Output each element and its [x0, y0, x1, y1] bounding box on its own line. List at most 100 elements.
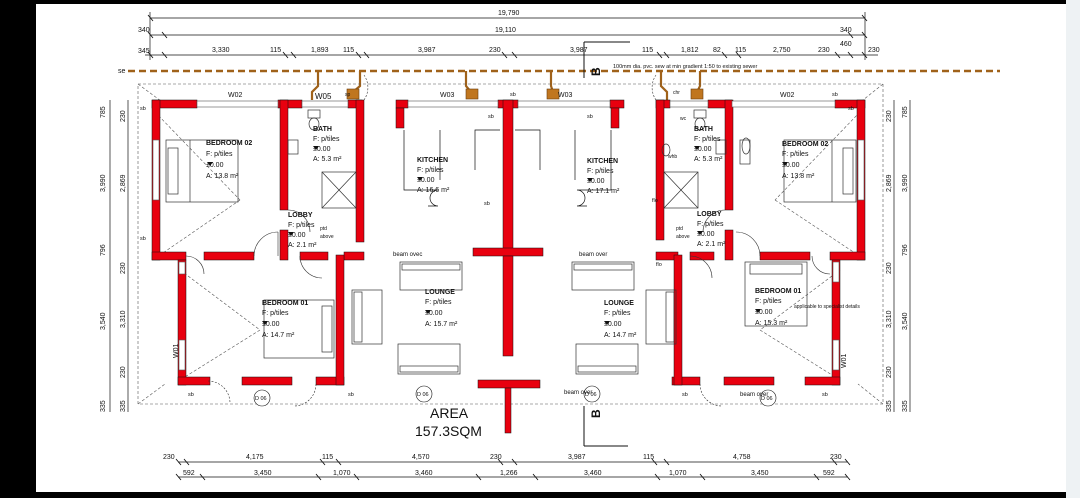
dim-end340-left: 340: [138, 27, 150, 34]
right-border: [1066, 0, 1080, 498]
area-label: AREA: [430, 405, 469, 421]
room-floor: F: p/tiles: [425, 299, 452, 306]
tag-sb: sb: [848, 106, 854, 112]
room-bedroom-01-left: BEDROOM 01 F: p/tiles ±0.00 A: 14.7 m²: [262, 300, 308, 339]
door-d06-c: D 06: [585, 392, 597, 398]
room-level: ±0.00: [694, 146, 712, 153]
section-line-b: [583, 41, 630, 447]
room-area: A: 13.8 m²: [782, 173, 815, 180]
room-kitchen-right: KITCHEN F: p/tiles ±0.00 A: 17.1 m²: [587, 158, 620, 195]
room-name: BEDROOM 02: [206, 140, 252, 147]
tag-sb: sb: [188, 392, 194, 398]
room-floor: F: p/tiles: [782, 151, 809, 158]
top-dimensions: [145, 12, 878, 60]
sewer-pipe-tag: se: [118, 68, 126, 75]
window-w02-left: W02: [228, 92, 243, 99]
window-w02-right: W02: [780, 92, 795, 99]
tag-beam-ovec: beam ovec: [393, 252, 422, 258]
room-floor: F: p/tiles: [604, 310, 631, 317]
room-area: A: 2.1 m²: [288, 242, 317, 249]
tag-sb: sb: [510, 92, 516, 98]
tag-flo: flo: [656, 262, 662, 268]
misc-labels: sb sb sb sb sb sb sb sb sb sb sb sb beam…: [140, 90, 860, 398]
dim-right-inner-label: 3,310: [886, 310, 893, 328]
room-bath-left: BATH F: p/tiles ±0.00 A: 5.3 m²: [313, 126, 342, 163]
room-level: ±0.00: [206, 162, 224, 169]
dim-bottom1-label: 230: [163, 454, 175, 461]
room-area: A: 15.3 m²: [755, 320, 788, 327]
dim-top3-label: 230: [868, 47, 880, 54]
dim-bottom1-label: 4,175: [246, 454, 264, 461]
room-area: A: 5.3 m²: [313, 156, 342, 163]
dim-left-outer-label: 785: [100, 106, 107, 118]
window-w01-right: W01: [841, 354, 848, 369]
dim-bottom2-label: 3,450: [751, 470, 769, 477]
tag-sb: sb: [488, 114, 494, 120]
room-floor: F: p/tiles: [262, 310, 289, 317]
dim-top3-label: 1,812: [681, 47, 699, 54]
dim-left-outer-label: 3,990: [100, 174, 107, 192]
top-border: [0, 0, 1080, 4]
room-level: ±0.00: [604, 321, 622, 328]
tag-sb: sb: [484, 201, 490, 207]
room-level: ±0.00: [313, 146, 331, 153]
section-marker-bottom: B: [589, 409, 603, 418]
dim-right-outer-label: 796: [902, 244, 909, 256]
dim-top3-label: 115: [343, 47, 354, 54]
dim-bottom1-labels: 230 4,175 115 4,570 230 3,987 115 4,758 …: [163, 454, 842, 461]
tag-ptd: ptd: [320, 226, 327, 232]
room-level: ±0.00: [782, 162, 800, 169]
room-name: BATH: [694, 126, 713, 133]
side-dimension-lines: [109, 100, 911, 412]
room-name: KITCHEN: [587, 158, 618, 165]
dim-top3-label: 3,987: [418, 47, 436, 54]
room-floor: F: p/tiles: [288, 222, 315, 229]
dim-top3-label: 82: [713, 47, 721, 54]
room-kitchen-left: KITCHEN F: p/tiles ±0.00 A: 16.6 m²: [417, 157, 450, 194]
door-d06-b: D 06: [417, 392, 429, 398]
dim-top3-label: 3,330: [212, 47, 230, 54]
tag-sb: sb: [832, 92, 838, 98]
room-floor: F: p/tiles: [755, 298, 782, 305]
area-value: 157.3SQM: [415, 423, 482, 439]
tag-chr: chr: [673, 90, 680, 96]
windows: [152, 100, 865, 371]
dim-top3-label: 115: [735, 47, 746, 54]
door-d06-a: D 06: [255, 396, 267, 402]
window-w03-right: W03: [558, 92, 573, 99]
room-lounge-left: LOUNGE F: p/tiles ±0.00 A: 15.7 m²: [425, 289, 458, 328]
dim-left-inner-label: 335: [120, 400, 127, 412]
doors: [185, 74, 831, 407]
tag-wc: wc: [680, 116, 687, 122]
dim-end460: 460: [840, 41, 852, 48]
dim-bottom1-label: 4,570: [412, 454, 430, 461]
room-floor: F: p/tiles: [417, 167, 444, 174]
room-bedroom-02-left: BEDROOM 02 F: p/tiles ±0.00 A: 13.8 m²: [206, 140, 252, 180]
dim-top3-label: 230: [489, 47, 501, 54]
dim-overall: 19,790: [498, 10, 520, 17]
tag-whb: whb: [668, 154, 677, 160]
dim-top3-label: 230: [818, 47, 830, 54]
room-name: KITCHEN: [417, 157, 448, 164]
tag-sb: sb: [682, 392, 688, 398]
window-w01-left: W01: [173, 344, 180, 359]
room-lounge-right: LOUNGE F: p/tiles ±0.00 A: 14.7 m²: [604, 300, 637, 339]
door-d06-d: D 06: [761, 396, 773, 402]
dim-right-outer-label: 785: [902, 106, 909, 118]
dim-right-inner-label: 230: [886, 262, 893, 274]
tag-beam-over: beam over: [740, 392, 768, 398]
room-level: ±0.00: [262, 321, 280, 328]
dim-top3-label: 115: [270, 47, 281, 54]
room-lobby-right: LOBBY F: p/tiles ±0.00 A: 2.1 m²: [697, 211, 726, 248]
tag-ptd: ptd: [676, 226, 683, 232]
dim-bottom2-label: 3,450: [254, 470, 272, 477]
room-bedroom-02-right: BEDROOM 02 F: p/tiles ±0.00 A: 13.8 m²: [782, 141, 828, 180]
dim-right-outer-labels: 785 3,990 796 3,540 335: [902, 106, 909, 412]
tag-beam-over: beam over: [564, 390, 592, 396]
dim-top3-label: 2,750: [773, 47, 791, 54]
dim-right-outer-label: 335: [902, 400, 909, 412]
room-level: ±0.00: [587, 178, 605, 185]
inspection-chambers: [346, 88, 704, 100]
dim-end340-right: 340: [840, 27, 852, 34]
